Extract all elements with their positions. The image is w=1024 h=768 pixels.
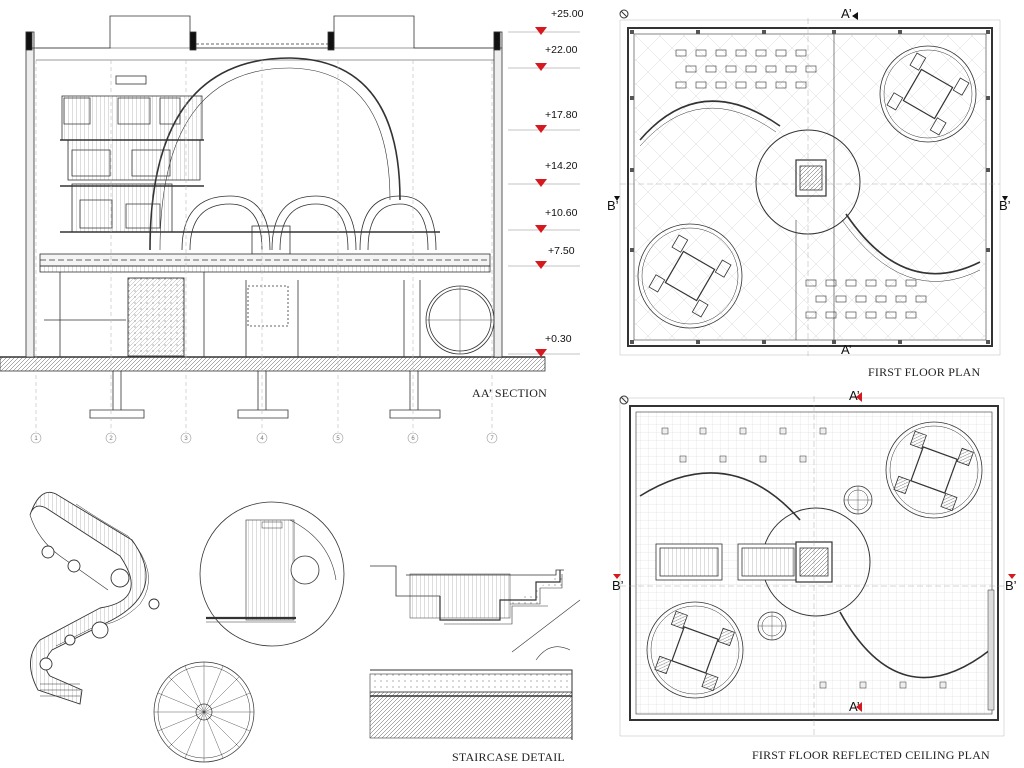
staircase-top-plan — [153, 661, 255, 763]
section-grid-bubbles — [30, 432, 498, 444]
rcp-section-mark-b-right: B’ — [1005, 578, 1017, 593]
aa-section-drawing — [0, 15, 546, 419]
first-floor-plan-drawing — [619, 18, 1001, 356]
level-label-0-3: +0.30 — [545, 333, 572, 345]
grid-label-3: 3 — [184, 436, 188, 442]
level-label-25: +25.00 — [551, 8, 584, 20]
section-title: AA’ SECTION — [472, 386, 547, 400]
staircase-detail-title: STAIRCASE DETAIL — [452, 750, 565, 764]
plan-section-mark-b-right: B’ — [999, 198, 1011, 213]
level-markers — [508, 27, 580, 357]
first-floor-plan-title: FIRST FLOOR PLAN — [868, 365, 981, 379]
staircase-3d-ribbon — [29, 491, 160, 705]
level-label-14-2: +14.20 — [545, 160, 578, 172]
level-marker-22 — [535, 63, 547, 71]
level-marker-10-6 — [535, 225, 547, 233]
grid-label-2: 2 — [109, 436, 113, 442]
grid-label-4: 4 — [260, 436, 264, 442]
plan-section-arrows — [614, 12, 1008, 201]
level-marker-14-2 — [535, 179, 547, 187]
reflected-ceiling-plan-drawing — [619, 396, 1005, 738]
level-marker-0-3 — [535, 349, 547, 357]
seating-cluster-bottom — [805, 279, 927, 319]
grid-label-1: 1 — [34, 436, 38, 442]
rcp-section-mark-a-bottom: A’ — [849, 699, 860, 714]
section-grid-lines — [35, 60, 493, 432]
plan-section-mark-b-left: B’ — [607, 198, 619, 213]
grid-label-7: 7 — [490, 436, 494, 442]
plan-section-mark-a-bottom: A’ — [841, 342, 852, 357]
staircase-detail-circle — [199, 501, 345, 647]
grid-label-6: 6 — [411, 436, 415, 442]
north-arrow-plan — [619, 9, 629, 19]
level-label-7-5: +7.50 — [548, 245, 575, 257]
north-arrow-rcp — [619, 395, 629, 405]
reflected-ceiling-plan-title: FIRST FLOOR REFLECTED CEILING PLAN — [752, 748, 990, 762]
level-marker-17-8 — [535, 125, 547, 133]
plan-section-mark-a-top: A’ — [841, 6, 852, 21]
rcp-section-mark-b-left: B’ — [612, 578, 624, 593]
level-label-10-6: +10.60 — [545, 207, 578, 219]
level-marker-25 — [535, 27, 547, 35]
staircase-section-detail — [369, 565, 581, 740]
rcp-section-mark-a-top: A’ — [849, 388, 860, 403]
level-marker-7-5 — [535, 261, 547, 269]
seating-cluster-top — [675, 49, 817, 89]
level-label-22: +22.00 — [545, 44, 578, 56]
level-label-17-8: +17.80 — [545, 109, 578, 121]
grid-label-5: 5 — [336, 436, 340, 442]
rcp-section-arrows — [613, 392, 1016, 712]
